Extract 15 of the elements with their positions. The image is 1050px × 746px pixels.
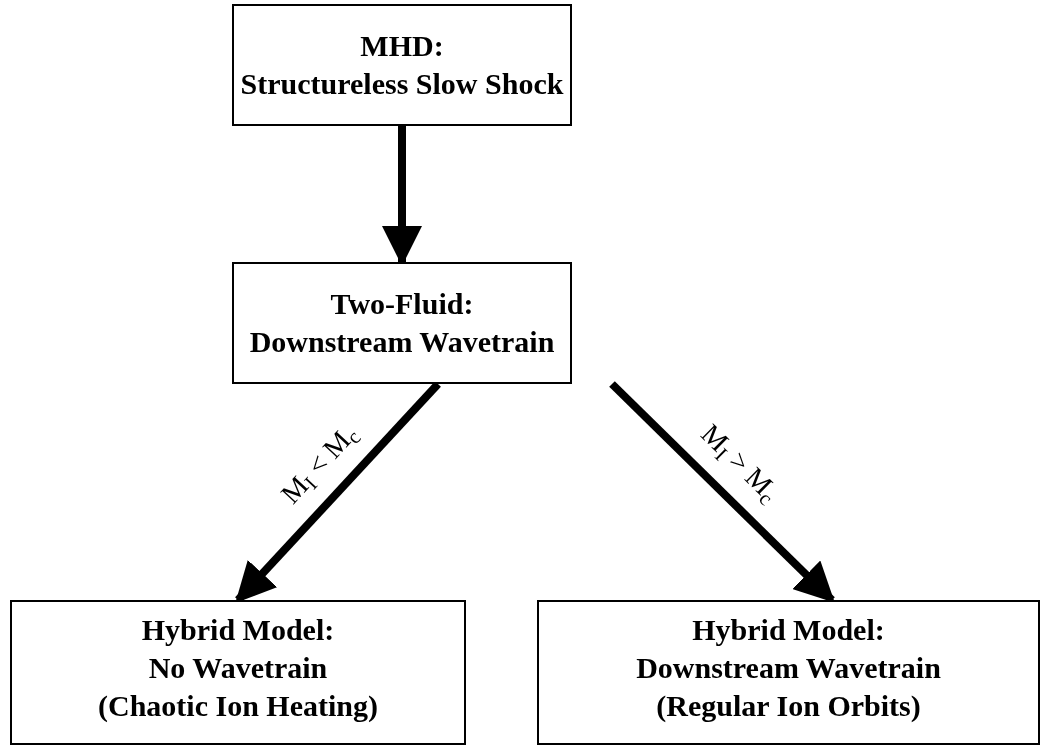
box-text: (Chaotic Ion Heating): [98, 687, 378, 724]
process-box: [537, 600, 1040, 745]
arrow: [609, 381, 835, 603]
box-heading: Two-Fluid:: [330, 286, 474, 322]
box-text: (Regular Ion Orbits): [656, 687, 921, 724]
box-text: No Wavetrain: [148, 649, 328, 686]
process-box: [232, 4, 572, 126]
box-heading: Hybrid Model:: [692, 611, 885, 648]
box-heading: MHD:: [360, 28, 444, 64]
box-text: Downstream Wavetrain: [636, 649, 941, 686]
box-text: Structureless Slow Shock: [240, 66, 564, 102]
box-heading: Hybrid Model:: [141, 611, 335, 648]
process-box: [10, 600, 466, 745]
process-box: [232, 262, 572, 384]
box-text: Downstream Wavetrain: [249, 324, 555, 360]
